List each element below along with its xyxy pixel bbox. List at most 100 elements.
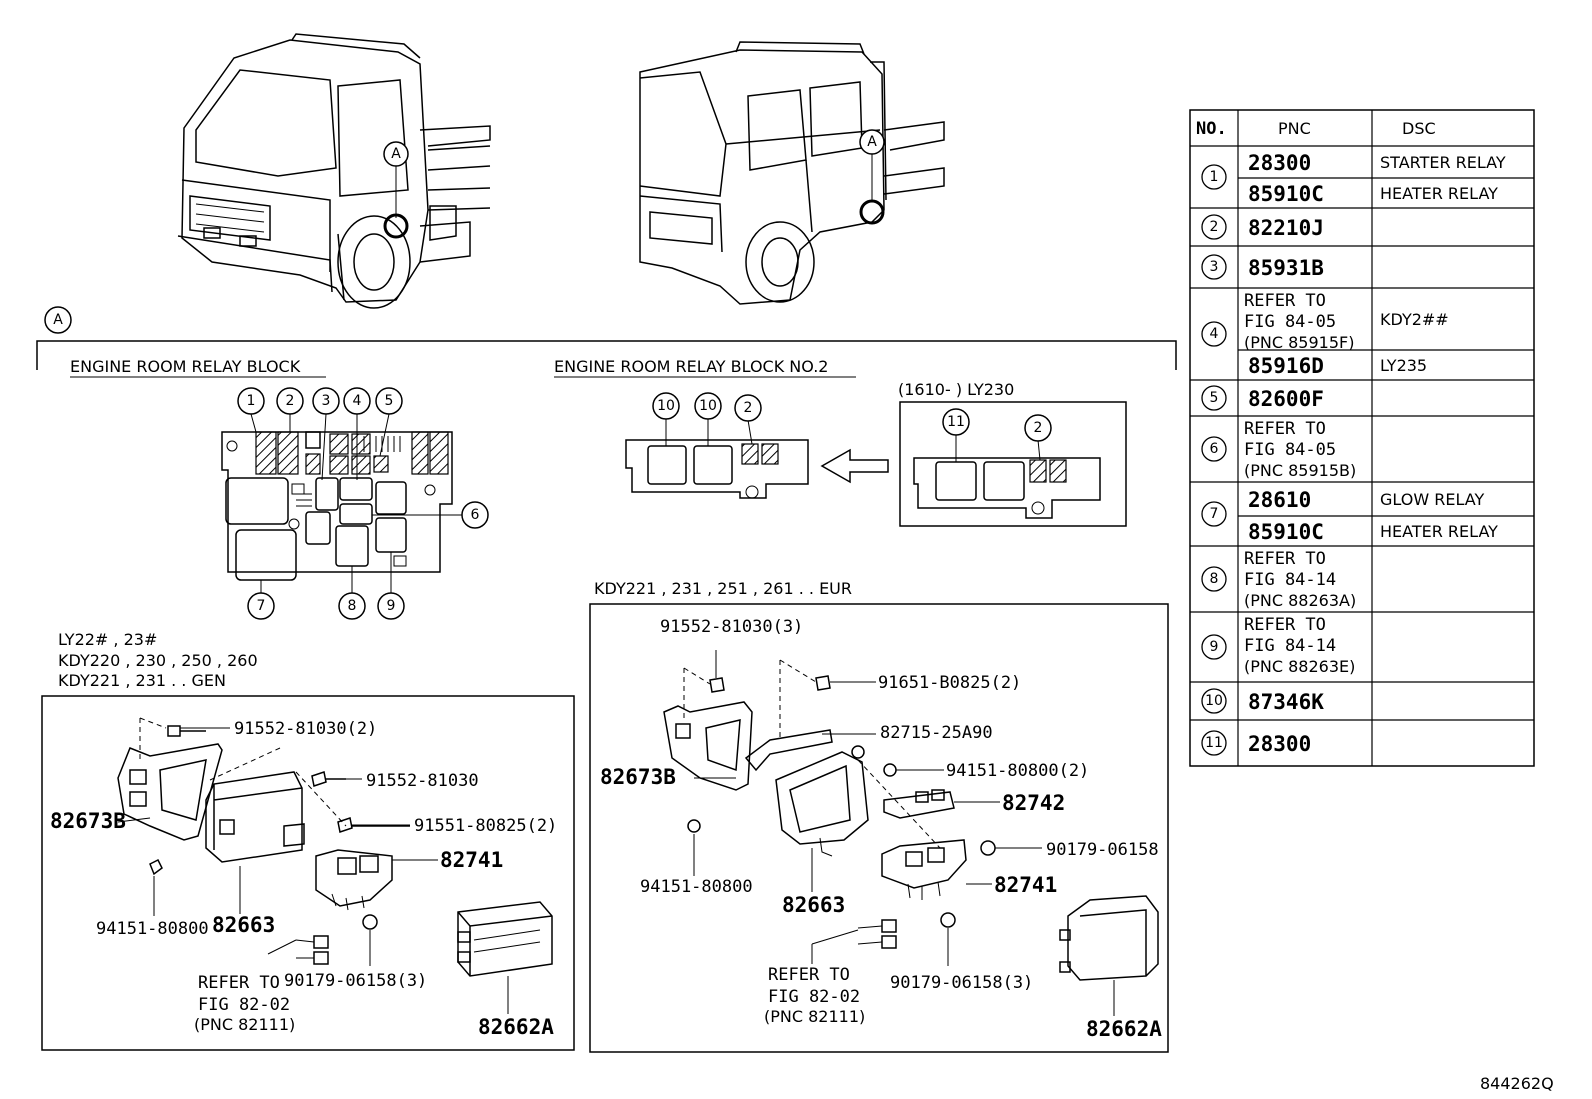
table-pnc: 28300	[1248, 151, 1311, 175]
right-part-82673B: 82673B	[600, 765, 676, 789]
table-pnc-refer: REFER TO	[1244, 615, 1326, 635]
table-dsc: HEATER RELAY	[1380, 184, 1498, 203]
left-part-91552-81030-2: 91552-81030(2)	[234, 719, 377, 739]
left-box-drawing	[117, 717, 553, 1014]
callout-A-truck2: A	[867, 134, 877, 150]
table-pnc: 28300	[1248, 732, 1311, 756]
truck-double-cab-illustration: A	[639, 41, 945, 305]
right-part-91651-B0825: 91651-B0825(2)	[878, 673, 1021, 693]
table-no-11: 11	[1205, 735, 1223, 751]
table-pnc: 82210J	[1248, 216, 1324, 240]
left-heading-2: KDY220 , 230 , 250 , 260	[58, 651, 258, 670]
truck-single-cab-illustration: A	[177, 33, 491, 309]
table-pnc: 85931B	[1248, 256, 1324, 280]
relay-callout-7: 7	[257, 598, 266, 614]
left-part-82673B: 82673B	[50, 809, 126, 833]
table-no-circle	[1201, 254, 1227, 280]
table-pnc-refer: (PNC 88263A)	[1244, 591, 1356, 610]
table-pnc-refer: REFER TO	[1244, 291, 1326, 311]
table-pnc: 28610	[1248, 488, 1311, 512]
table-pnc-refer: REFER TO	[1244, 549, 1326, 569]
table-pnc-refer: REFER TO	[1244, 419, 1326, 439]
left-refer-1: REFER TO	[198, 973, 280, 993]
variant-drawing	[913, 434, 1101, 519]
table-no-4: 4	[1210, 326, 1219, 342]
table-header-no: NO.	[1196, 119, 1227, 139]
table-pnc: 82600F	[1248, 387, 1324, 411]
table-dsc: GLOW RELAY	[1380, 490, 1484, 509]
table-pnc-refer: (PNC 88263E)	[1244, 657, 1355, 676]
left-part-82663: 82663	[212, 913, 275, 937]
left-part-91552-81030: 91552-81030	[366, 771, 479, 791]
table-pnc: 85910C	[1248, 520, 1324, 544]
table-header-pnc: PNC	[1278, 119, 1311, 138]
variant-callout-2: 2	[1034, 420, 1043, 436]
table-dsc: STARTER RELAY	[1380, 153, 1506, 172]
right-part-82715-25A90: 82715-25A90	[880, 723, 993, 743]
table-pnc-refer: FIG 84-05	[1244, 312, 1336, 332]
pnc-table: NO. PNC DSC 1 28300 STARTER RELAY 85910C HEATER…	[1189, 109, 1535, 767]
table-pnc-refer: FIG 84-05	[1244, 440, 1336, 460]
right-heading: KDY221 , 231 , 251 , 261 . . EUR	[594, 579, 852, 598]
left-refer-2: FIG 82-02	[198, 995, 290, 1015]
right-refer-3: (PNC 82111)	[764, 1007, 865, 1026]
callout-A-truck1: A	[391, 146, 401, 162]
table-no-circle	[1201, 385, 1227, 411]
table-pnc: 85916D	[1248, 354, 1324, 378]
table-dsc: HEATER RELAY	[1380, 522, 1498, 541]
relay-callout-8: 8	[348, 598, 357, 614]
left-heading-1: LY22# , 23#	[58, 630, 157, 649]
relay-block-title: ENGINE ROOM RELAY BLOCK	[70, 357, 301, 376]
table-no-circle	[1201, 566, 1227, 592]
left-box-frame	[41, 695, 575, 1051]
no2-callout-2: 2	[744, 400, 753, 416]
table-no-circle	[1201, 436, 1227, 462]
table-no-1: 1	[1210, 169, 1219, 185]
variant-box	[899, 401, 1127, 527]
left-part-82662A: 82662A	[478, 1015, 554, 1039]
table-no-circle	[1201, 634, 1227, 660]
table-pnc-refer: FIG 84-14	[1244, 570, 1336, 590]
right-part-82742: 82742	[1002, 791, 1065, 815]
section-A-marker	[44, 306, 72, 334]
relay-block-callouts: 1 2 3 4 5 6 7 8 9	[237, 387, 489, 620]
relay-callout-5: 5	[385, 393, 394, 409]
left-heading-3: KDY221 , 231 . . GEN	[58, 671, 226, 690]
left-part-94151-80800: 94151-80800	[96, 919, 209, 939]
table-no-9: 9	[1210, 639, 1219, 655]
relay-callout-1: 1	[247, 393, 256, 409]
relay-callout-2: 2	[286, 393, 295, 409]
table-pnc-refer: (PNC 85915B)	[1244, 461, 1356, 480]
relay-block-no2-drawing	[625, 418, 809, 499]
right-refer-1: REFER TO	[768, 965, 850, 985]
right-refer-2: FIG 82-02	[768, 987, 860, 1007]
table-dsc: KDY2##	[1380, 310, 1449, 329]
relay-block-drawing	[221, 431, 453, 581]
table-dsc: LY235	[1380, 356, 1427, 375]
relay-callout-6: 6	[471, 507, 480, 523]
relay-callout-3: 3	[322, 393, 331, 409]
no2-callout-10b: 10	[699, 398, 717, 414]
table-no-3: 3	[1210, 259, 1219, 275]
right-box-drawing	[663, 650, 1159, 1016]
section-A-label: A	[53, 312, 63, 328]
right-part-90179-06158-3: 90179-06158(3)	[890, 973, 1033, 993]
right-part-82741: 82741	[994, 873, 1057, 897]
table-no-5: 5	[1210, 390, 1219, 406]
figure-id: 844262Q	[1480, 1074, 1554, 1093]
table-no-circle	[1201, 501, 1227, 527]
table-pnc: 85910C	[1248, 182, 1324, 206]
variant-label: (1610- ) LY230	[898, 380, 1014, 399]
relay-callout-4: 4	[353, 393, 362, 409]
right-part-94151-80800: 94151-80800	[640, 877, 753, 897]
right-part-82663: 82663	[782, 893, 845, 917]
table-header-dsc: DSC	[1402, 119, 1436, 138]
table-no-circle	[1201, 730, 1227, 756]
left-part-82741: 82741	[440, 848, 503, 872]
table-no-circle	[1201, 321, 1227, 347]
direction-arrow	[820, 448, 889, 484]
section-bracket	[36, 340, 1177, 370]
table-no-2: 2	[1210, 219, 1219, 235]
table-no-10: 10	[1205, 693, 1223, 709]
